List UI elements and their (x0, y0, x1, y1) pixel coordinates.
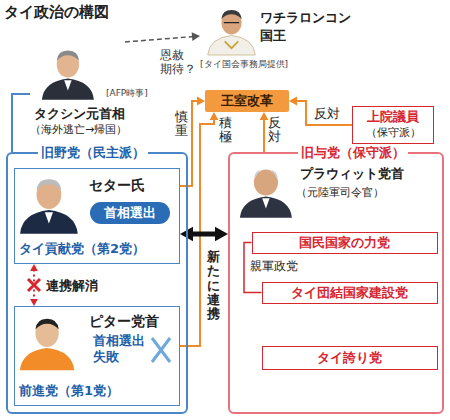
arrow-head (192, 32, 200, 41)
arrow-head (30, 299, 38, 306)
camp-band: 旧与党（保守派）プラウィット党首（元陸軍司令官）国民国家の力党タイ団結国家建設党… (228, 152, 444, 414)
photo-hair (57, 51, 79, 61)
party-box: タイ誇り党 (262, 346, 438, 370)
connector-line (125, 37, 194, 43)
edge-label: 反対 (268, 116, 281, 145)
node-text: タイ貢献党（第2党） (19, 241, 145, 257)
edge-label: 積極 (219, 116, 232, 145)
photo-head (254, 169, 278, 195)
photo-collar (64, 80, 71, 90)
status-pill: 首相選出 (90, 202, 170, 224)
node-text: [タイ国会事務局提供] (200, 59, 288, 70)
photo-glasses (224, 22, 239, 23)
party-box: タイ団結国家建設党 (262, 282, 438, 304)
arrow-head (197, 97, 205, 106)
connector (260, 112, 269, 152)
chart-title: タイ政治の構図 (4, 3, 109, 21)
arrow-head (210, 112, 219, 120)
node-text: 上院議員 (353, 109, 433, 125)
connector (30, 264, 38, 306)
arrow-head (215, 227, 228, 241)
connector-line (190, 232, 217, 237)
photo-hair (255, 171, 277, 178)
person-box: セター氏タイ貢献党（第2党） 首相選出 (14, 168, 180, 264)
photo-head (35, 320, 58, 347)
photo-hair (221, 10, 241, 19)
photo-hair (35, 319, 58, 330)
arrow-head (30, 264, 38, 271)
node-text: ワチラロンコン (260, 10, 351, 26)
photo-body (42, 78, 94, 99)
prawit-photo (240, 169, 292, 217)
photo-hair (37, 179, 62, 190)
person-node: ワチラロンコン国王 [タイ国会事務局提供] (200, 2, 360, 73)
edge-label: 恩赦 期待？ (160, 48, 196, 77)
node-text: [AFP時事] (106, 88, 148, 99)
node-text: 前進党（第1党） (19, 383, 119, 399)
node-text: 国王 (260, 28, 286, 44)
settha-photo (20, 179, 78, 234)
photo-head (57, 51, 79, 77)
connector-line (33, 270, 35, 301)
photo-body (208, 35, 256, 55)
arrow-head (260, 112, 269, 120)
person-box: ピター党首首相選出 失敗前進党（第1党） (14, 306, 180, 406)
connector (289, 97, 352, 125)
connector-line (12, 94, 30, 152)
node-text: （保守派） (353, 126, 433, 139)
photo-head (221, 11, 241, 35)
connector-line (295, 101, 352, 125)
photo-body (20, 348, 74, 370)
node-text: 王室改革 (205, 93, 289, 109)
party-box: 国民国家の力党 (252, 232, 438, 254)
issue-box: 王室改革 (205, 90, 289, 112)
node-text: タイ誇り党 (263, 350, 437, 366)
person-node: プラウィット党首 （元陸軍司令官） (234, 160, 440, 228)
pita-photo (20, 319, 74, 370)
node-text: タクシン元首相 (34, 106, 125, 122)
king-photo (208, 10, 256, 55)
person-node: タクシン元首相（海外逃亡→帰国） [AFP時事] (30, 42, 154, 138)
edge-label: 慎重 (175, 110, 188, 139)
photo-body (20, 210, 78, 234)
node-text: （元陸軍司令官） (296, 186, 384, 199)
node-text: プラウィット党首 (300, 166, 404, 182)
node-text: 旧野党（民主派） (38, 145, 148, 161)
node-text: タイ団結国家建設党 (263, 285, 437, 301)
photo-body (240, 196, 292, 217)
connector (125, 32, 200, 42)
group-box: 上院議員（保守派） (352, 106, 434, 144)
node-text: ピター党首 (89, 313, 159, 330)
node-text: 旧与党（保守派） (298, 145, 408, 161)
connector (12, 94, 30, 152)
node-text: （海外逃亡→帰国） (30, 123, 127, 136)
edge-label: 反対 (314, 106, 340, 122)
cross-mark (152, 338, 170, 362)
node-text: 首相選出 (90, 205, 170, 221)
note-label: 親軍政党 (250, 259, 298, 273)
node-text: 首相選出 失敗 (93, 333, 145, 364)
arrow-head (289, 97, 297, 106)
node-text: 国民国家の力党 (253, 235, 437, 251)
photo-medal (225, 41, 239, 48)
edge-label: 連携解消 (46, 278, 98, 294)
connector-line (263, 118, 265, 152)
node-text: セター氏 (89, 177, 145, 194)
edge-label: 新たに連携 (207, 250, 220, 321)
photo-collar (262, 198, 269, 208)
thaksin-photo (42, 51, 94, 100)
photo-collar (45, 212, 53, 223)
